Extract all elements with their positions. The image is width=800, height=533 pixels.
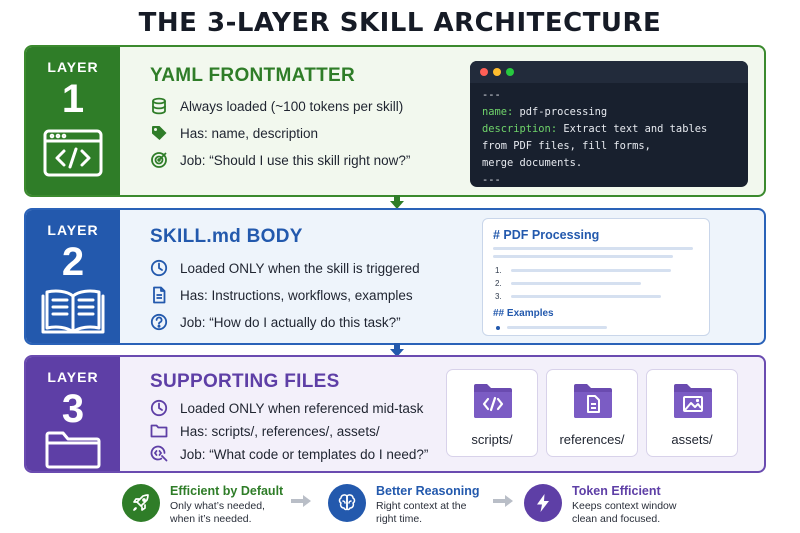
layer-3-label: LAYER [47, 369, 99, 385]
bullet-text: Always loaded (~100 tokens per skill) [180, 98, 404, 114]
layer-2-bullet: Job: “How do I actually do this task?” [150, 312, 401, 332]
page-title: THE 3-LAYER SKILL ARCHITECTURE [138, 8, 662, 38]
arrow-down-icon [389, 194, 405, 210]
arrow-down-icon [389, 342, 405, 358]
layer-2-label: LAYER [47, 222, 99, 238]
file-card-label: references/ [559, 432, 625, 447]
layer-3-bullet: Loaded ONLY when referenced mid-task [150, 398, 423, 418]
layer-1-number: 1 [61, 77, 85, 121]
minimize-dot-icon [493, 68, 501, 76]
layer-1-bullet: Has: name, description [150, 123, 318, 143]
layer-3-number: 3 [61, 387, 85, 431]
bullet-dot [496, 326, 500, 330]
text-line [493, 255, 673, 258]
bullet-text: Has: name, description [180, 125, 319, 141]
layer-1-label: LAYER [47, 59, 99, 75]
text-line [511, 295, 661, 298]
benefit-desc: Keeps context window clean and focused. [572, 500, 677, 525]
text-line [511, 269, 671, 272]
lightning-icon [524, 484, 562, 522]
folder-outline-icon [150, 422, 168, 440]
bullet-text: Has: Instructions, workflows, examples [180, 287, 413, 303]
markdown-preview-card: # PDF Processing 1. 2. 3. ## Examples [482, 218, 710, 336]
arrow-right-icon [492, 494, 514, 508]
list-number: 1. [495, 266, 502, 275]
file-card-label: assets/ [671, 432, 713, 447]
benefit-title: Better Reasoning [376, 484, 480, 498]
list-number: 2. [495, 279, 502, 288]
bullet-text: Job: “What code or templates do I need?” [180, 446, 429, 462]
layer-2-bullet: Loaded ONLY when the skill is triggered [150, 258, 420, 278]
folder-icon [41, 427, 105, 471]
layer-1-rail: LAYER 1 [26, 47, 120, 195]
yaml-code: --- name: pdf-processing description: Ex… [482, 89, 708, 186]
layer-2-bullet: Has: Instructions, workflows, examples [150, 285, 413, 305]
text-line [511, 282, 641, 285]
close-dot-icon [480, 68, 488, 76]
bullet-text: Has: scripts/, references/, assets/ [180, 423, 380, 439]
bullet-text: Loaded ONLY when referenced mid-task [180, 400, 424, 416]
layer-2-heading: SKILL.md BODY [150, 226, 303, 247]
target-icon [150, 151, 168, 169]
yaml-code-window: --- name: pdf-processing description: Ex… [470, 61, 748, 187]
brain-icon [328, 484, 366, 522]
benefit-title: Token Efficient [572, 484, 661, 498]
layer-2-rail: LAYER 2 [26, 210, 120, 343]
code-window-titlebar [470, 61, 748, 83]
open-book-icon [41, 286, 105, 338]
layer-3-heading: SUPPORTING FILES [150, 371, 340, 392]
layer-1-panel: LAYER 1 YAML FRONTMATTER Always loaded (… [24, 45, 766, 197]
file-card-label: scripts/ [471, 432, 513, 447]
layer-3-panel: LAYER 3 SUPPORTING FILES Loaded ONLY whe… [24, 355, 766, 473]
question-icon [150, 313, 168, 331]
bullet-text: Loaded ONLY when the skill is triggered [180, 260, 420, 276]
markdown-h2: ## Examples [493, 308, 554, 319]
layer-3-rail: LAYER 3 [26, 357, 120, 471]
file-card-references: references/ [546, 369, 638, 457]
layer-3-bullet: Has: scripts/, references/, assets/ [150, 421, 380, 441]
layer-3-bullet: Job: “What code or templates do I need?” [150, 444, 428, 464]
benefit-title: Efficient by Default [170, 484, 284, 498]
document-icon [150, 286, 168, 304]
list-number: 3. [495, 292, 502, 301]
clock-icon [150, 259, 168, 277]
bullet-text: Job: “How do I actually do this task?” [180, 314, 401, 330]
layer-2-panel: LAYER 2 SKILL.md BODY Loaded ONLY when t… [24, 208, 766, 345]
layer-1-bullet: Always loaded (~100 tokens per skill) [150, 96, 403, 116]
search-code-icon [150, 445, 168, 463]
code-window-icon [41, 127, 105, 179]
benefit-desc: Right context at the right time. [376, 500, 467, 525]
image-folder-icon [672, 380, 714, 420]
file-card-assets: assets/ [646, 369, 738, 457]
text-line [507, 326, 607, 329]
document-folder-icon [572, 380, 614, 420]
benefit-desc: Only what’s needed, when it’s needed. [170, 500, 265, 525]
code-folder-icon [472, 380, 514, 420]
rocket-icon [122, 484, 160, 522]
layer-1-heading: YAML FRONTMATTER [150, 65, 355, 86]
tag-icon [150, 124, 168, 142]
file-card-scripts: scripts/ [446, 369, 538, 457]
layer-2-number: 2 [61, 240, 85, 284]
text-line [493, 247, 693, 250]
layer-1-bullet: Job: “Should I use this skill right now?… [150, 150, 410, 170]
maximize-dot-icon [506, 68, 514, 76]
clock-icon [150, 399, 168, 417]
markdown-h1: # PDF Processing [493, 228, 600, 242]
bullet-text: Job: “Should I use this skill right now?… [180, 152, 411, 168]
database-icon [150, 97, 168, 115]
arrow-right-icon [290, 494, 312, 508]
